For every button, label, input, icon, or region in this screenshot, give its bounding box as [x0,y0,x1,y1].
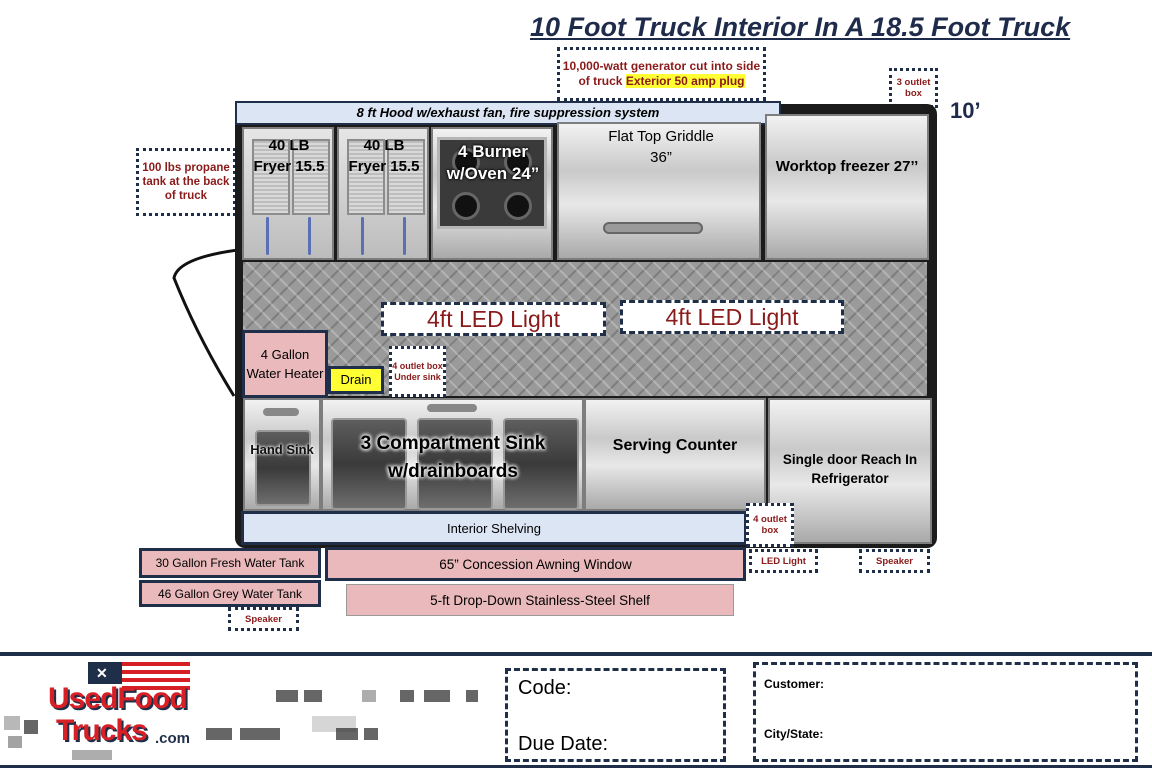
due-date-label: Due Date: [518,733,609,755]
logo-text-bottom: Trucks [56,714,148,747]
speaker-left-note: Speaker [228,607,299,631]
hood-bar: 8 ft Hood w/exhaust fan, fire suppressio… [235,101,781,125]
water-heater: 4 Gallon Water Heater [242,330,328,398]
griddle-label: Flat Top Griddle 36” [608,128,714,166]
city-state-label: City/State: [764,727,824,741]
fryer-1: 40 LB Fryer 15.5 [242,127,334,260]
fryer-2-label: 40 LB Fryer 15.5 [348,137,420,175]
led-light-note: LED Light [749,549,818,573]
generator-text: 10,000-watt generator cut into side of t… [562,59,761,88]
outlet-under-sink-note: 4 outlet box Under sink [389,346,446,397]
propane-note: 100 lbs propane tank at the back of truc… [136,148,236,216]
three-compartment-sink-label: 3 Compartment Sink w/drainboards [360,433,546,482]
customer-box: Customer: City/State: [753,662,1138,762]
burner-label: 4 Burner w/Oven 24” [446,142,540,183]
logo-text-top: UsedFood [48,682,188,715]
interior-shelving: Interior Shelving [241,511,747,545]
outlet-box-right-note: 4 outlet box [746,503,794,547]
fresh-water-tank: 30 Gallon Fresh Water Tank [139,548,321,578]
awning-window: 65” Concession Awning Window [325,547,746,581]
grey-water-tank: 46 Gallon Grey Water Tank [139,580,321,607]
four-burner-range: 4 Burner w/Oven 24” [431,127,553,260]
flat-top-griddle: Flat Top Griddle 36” [557,122,761,260]
customer-label: Customer: [764,677,825,691]
footer: ✕ UsedFood Trucks .com Code: Due Date: C… [0,652,1152,768]
diagram-title: 10 Foot Truck Interior In A 18.5 Foot Tr… [530,12,1071,42]
reach-in-refrigerator: Single door Reach In Refrigerator [768,398,932,544]
serving-counter: Serving Counter [584,398,766,511]
led-light-1: 4ft LED Light [381,302,606,336]
three-compartment-sink: 3 Compartment Sink w/drainboards [321,398,584,511]
generator-note: 10,000-watt generator cut into side of t… [557,47,766,101]
serving-counter-label: Serving Counter [612,437,738,454]
drain-label: Drain [331,369,381,391]
drain-box: Drain [328,366,384,394]
flag-logo-icon: ✕ [88,662,190,694]
outlet-box-top-note: 3 outlet box [889,68,938,108]
hand-sink: Hand Sink [243,398,321,511]
fryer-2: 40 LB Fryer 15.5 [337,127,429,260]
truck-length-label: 10’ [950,98,981,123]
code-due-box: Code: Due Date: [505,668,726,762]
freezer-label: Worktop freezer 27’’ [775,158,919,175]
speaker-right-note: Speaker [859,549,930,573]
door-swing-icon [172,248,239,397]
logo-suffix: .com [155,730,191,747]
exterior-plug-highlight: Exterior 50 amp plug [625,74,745,88]
drop-down-shelf: 5-ft Drop-Down Stainless-Steel Shelf [346,584,734,616]
led-light-2: 4ft LED Light [620,300,844,334]
worktop-freezer: Worktop freezer 27’’ [765,114,929,260]
fryer-1-label: 40 LB Fryer 15.5 [253,137,325,175]
code-label: Code: [518,677,572,699]
refrigerator-label: Single door Reach In Refrigerator [782,452,918,486]
hand-sink-label: Hand Sink [250,442,314,457]
